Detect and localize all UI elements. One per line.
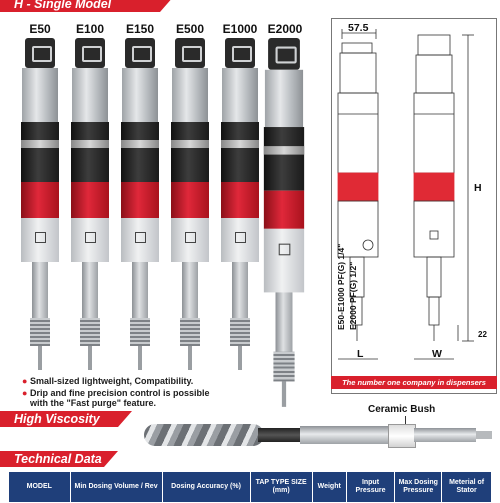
section-title: H - Single Model bbox=[14, 0, 112, 11]
tech-section-title: Technical Data bbox=[14, 452, 102, 466]
column-header-model: MODEL bbox=[8, 471, 71, 503]
column-header-dosing-accuracy: Dosing Accuracy (%) bbox=[161, 471, 251, 503]
screw-shaft-image bbox=[144, 424, 264, 446]
company-tagline: The number one company in dispensers bbox=[331, 376, 497, 389]
shaft-end-rod bbox=[414, 428, 476, 442]
ceramic-bush-label: Ceramic Bush bbox=[368, 404, 436, 415]
technical-drawing bbox=[337, 29, 474, 360]
model-label-e50: E50 bbox=[29, 22, 51, 36]
shaft-dark-rod bbox=[258, 428, 308, 442]
column-header-weight: Weight bbox=[311, 471, 347, 503]
technical-drawing-panel bbox=[331, 18, 497, 394]
column-header-input-pressure: Input Pressure bbox=[345, 471, 396, 503]
technical-data-table: MODEL Min Dosing Volume / Rev Dosing Acc… bbox=[8, 471, 492, 503]
dim-label-22: 22 bbox=[478, 330, 487, 339]
section-banner-high-viscosity-shaft: High Viscosity Shaft bbox=[0, 411, 132, 442]
shaft-section-title: High Viscosity Shaft bbox=[14, 412, 100, 442]
feature-bullet-2-cont: with the "Fast purge" feature. bbox=[30, 398, 157, 408]
port-size-note-1: E50-E1000 PF(G) 1/4" bbox=[336, 244, 346, 330]
model-label-e100: E100 bbox=[75, 22, 105, 36]
model-label-e2000: E2000 bbox=[267, 22, 303, 36]
dim-label-width: 57.5 bbox=[348, 22, 369, 34]
model-label-e1000: E1000 bbox=[222, 22, 258, 36]
shaft-tip bbox=[476, 431, 492, 439]
dim-label-w: W bbox=[432, 348, 442, 360]
dim-label-height: H bbox=[474, 182, 482, 194]
model-label-e500: E500 bbox=[175, 22, 205, 36]
feature-bullet-2: ● Drip and fine precision control is pos… bbox=[22, 388, 210, 398]
ceramic-bush-image bbox=[388, 424, 416, 448]
feature-bullet-1: ● Small-sized lightweight, Compatibility… bbox=[22, 376, 194, 386]
section-banner-h-single-model: H - Single Model bbox=[0, 0, 174, 12]
shaft-silver-rod bbox=[300, 426, 400, 444]
column-header-min-dosing-volume: Min Dosing Volume / Rev bbox=[69, 471, 163, 503]
column-header-material-of-stator: Meterial of Stator bbox=[441, 471, 492, 503]
column-header-tap-type-size: TAP TYPE SIZE (mm) bbox=[249, 471, 313, 503]
section-banner-technical-data: Technical Data bbox=[0, 451, 118, 467]
model-label-e150: E150 bbox=[125, 22, 155, 36]
port-size-note-2: E2000 PF(G) 1/2" bbox=[348, 262, 358, 330]
dim-label-l: L bbox=[357, 348, 364, 360]
column-header-max-dosing-pressure: Max Dosing Pressure bbox=[394, 471, 443, 503]
table-header-row: MODEL Min Dosing Volume / Rev Dosing Acc… bbox=[8, 471, 492, 503]
ceramic-bush-callout-line bbox=[405, 416, 406, 425]
